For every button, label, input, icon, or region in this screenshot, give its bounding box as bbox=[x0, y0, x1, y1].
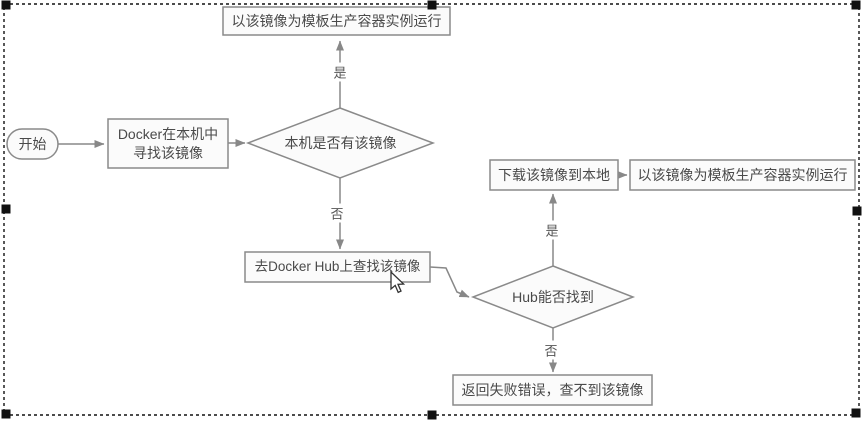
selection-marquee[interactable] bbox=[3, 3, 860, 416]
mouse-cursor-icon bbox=[390, 270, 406, 294]
selection-handle-bottom-center[interactable] bbox=[427, 410, 437, 420]
edge-searchhub-to-hubfound bbox=[429, 266, 470, 298]
start-node bbox=[6, 128, 59, 160]
selection-handle-bottom-left[interactable] bbox=[1, 409, 11, 419]
download-node bbox=[489, 159, 619, 191]
selection-handle-middle-right[interactable] bbox=[852, 206, 862, 216]
find-local-node bbox=[107, 118, 229, 169]
run-instance-top-node bbox=[222, 6, 451, 36]
fail-node bbox=[452, 374, 653, 406]
hub-found-decision-node bbox=[470, 265, 636, 329]
selection-handle-top-center[interactable] bbox=[427, 0, 437, 10]
selection-handle-top-right[interactable] bbox=[851, 0, 861, 10]
has-image-decision-node bbox=[245, 107, 436, 179]
run-instance-right-node bbox=[629, 159, 856, 191]
selection-handle-bottom-right[interactable] bbox=[851, 408, 861, 418]
selection-handle-top-left[interactable] bbox=[1, 0, 11, 10]
selection-handle-middle-left[interactable] bbox=[1, 204, 11, 214]
search-hub-node bbox=[244, 251, 431, 283]
